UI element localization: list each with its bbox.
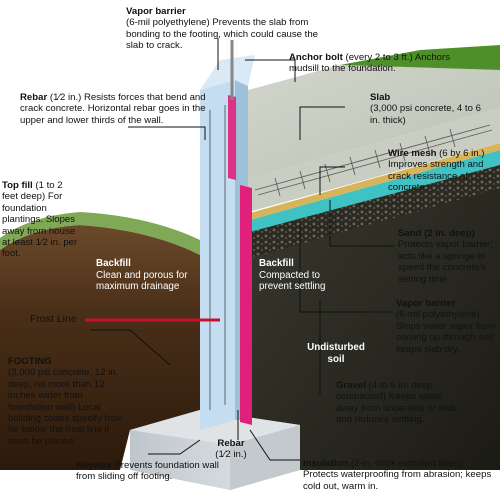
insulation-strip: [240, 185, 252, 425]
anchor-bolt-text: (every 2 to 3 ft.) Anchors mudsill to th…: [289, 52, 451, 75]
footing-title: FOOTING: [8, 356, 52, 367]
gravel-text: (4 to 6 in. deep, compacted) Keeps water…: [336, 380, 456, 426]
keyway-title: Keyway: [76, 460, 112, 471]
right-grass: [340, 45, 500, 70]
label-undisturbed-soil: Undisturbed soil: [300, 342, 372, 365]
foundation-wall-top: [200, 55, 255, 90]
slab-title: Slab: [370, 92, 391, 103]
backfill-right-text: Compacted to prevent settling: [259, 269, 326, 293]
rebar-bottom-text: (1⁄2 in.): [215, 449, 247, 461]
label-rebar-bottom: Rebar (1⁄2 in.): [206, 438, 256, 461]
wire-mesh: [254, 124, 493, 197]
top-fill-text: (1 to 2 feet deep) For foundation planti…: [2, 180, 78, 260]
label-wire-mesh: Wire mesh (6 by 6 in.) Improves strength…: [388, 148, 498, 194]
label-backfill-left: Backfill Clean and porous for maximum dr…: [96, 258, 194, 293]
label-keyway: Keyway Prevents foundation wall from sli…: [76, 460, 226, 483]
backfill-left-text: Clean and porous for maximum drainage: [96, 269, 188, 293]
vapor-barrier-layer: [250, 150, 500, 232]
vapor-barrier-right-text: (6-mil polyethylene) Stops water vapor f…: [396, 309, 496, 355]
backfill-left-title: Backfill: [96, 258, 131, 269]
insulation-title: Insulation: [303, 458, 349, 469]
rebar-bottom-title: Rebar: [217, 438, 245, 449]
vapor-barrier-top-title: Vapor barrier: [126, 6, 186, 17]
foundation-wall-face: [200, 80, 235, 430]
wire-mesh-text: (6 by 6 in.) Improves strength and crack…: [388, 148, 485, 194]
label-sand: Sand (2 in. deep) Protects vapor barrier…: [398, 228, 498, 285]
backfill-right-title: Backfill: [259, 258, 294, 269]
vapor-barrier-top-text: (6-mil polyethylene) Prevents the slab f…: [126, 17, 319, 52]
vapor-barrier-right-title: Vapor barrier: [396, 298, 456, 309]
sand-title: Sand (2 in. deep): [398, 228, 475, 239]
label-top-fill: Top fill (1 to 2 feet deep) For foundati…: [2, 180, 80, 260]
callout-lines: [90, 38, 395, 461]
keyway-text: Prevents foundation wall from sliding of…: [76, 460, 219, 483]
wall-rebar: [209, 105, 226, 410]
slab-top: [230, 65, 500, 180]
rebar-top-text: (1⁄2 in.) Resists forces that bend and c…: [20, 92, 206, 126]
insulation-text: (2-in.-thick extruded foam) Protects wat…: [303, 458, 492, 492]
label-insulation: Insulation (2-in.-thick extruded foam) P…: [303, 458, 498, 492]
footing-text: (3,000 psi concrete, 12 in. deep, no mor…: [8, 367, 123, 447]
anchor-bolt-title: Anchor bolt: [289, 52, 343, 63]
sand-layer: [250, 143, 500, 220]
label-rebar-top: Rebar (1⁄2 in.) Resists forces that bend…: [20, 92, 220, 126]
label-slab: Slab (3,000 psi concrete, 4 to 6 in. thi…: [370, 92, 490, 126]
frost-line-text: Frost Line: [30, 313, 77, 325]
left-backfill-soil: [0, 225, 200, 470]
gravel-layer: [250, 165, 500, 258]
label-gravel: Gravel (4 to 6 in. deep, compacted) Keep…: [336, 380, 466, 426]
wire-mesh-title: Wire mesh: [388, 148, 437, 159]
label-vapor-barrier-right: Vapor barrier (6-mil polyethylene) Stops…: [396, 298, 498, 355]
label-vapor-barrier-top: Vapor barrier (6-mil polyethylene) Preve…: [126, 6, 331, 52]
label-backfill-right: Backfill Compacted to prevent settling: [259, 258, 349, 293]
gravel-title: Gravel: [336, 380, 366, 391]
label-frost-line: Frost Line: [30, 313, 77, 325]
slab-side: [245, 108, 500, 213]
sand-text: Protects vapor barrier; acts like a spon…: [398, 239, 493, 285]
top-fill-title: Top fill: [2, 180, 33, 191]
left-grass: [0, 212, 200, 255]
slab-text: (3,000 psi concrete, 4 to 6 in. thick): [370, 103, 481, 126]
label-footing: FOOTING (3,000 psi concrete, 12 in. deep…: [8, 356, 130, 447]
label-anchor-bolt: Anchor bolt (every 2 to 3 ft.) Anchors m…: [289, 52, 467, 75]
undisturbed-soil-text: Undisturbed soil: [307, 342, 365, 365]
rebar-top-title: Rebar: [20, 92, 48, 103]
